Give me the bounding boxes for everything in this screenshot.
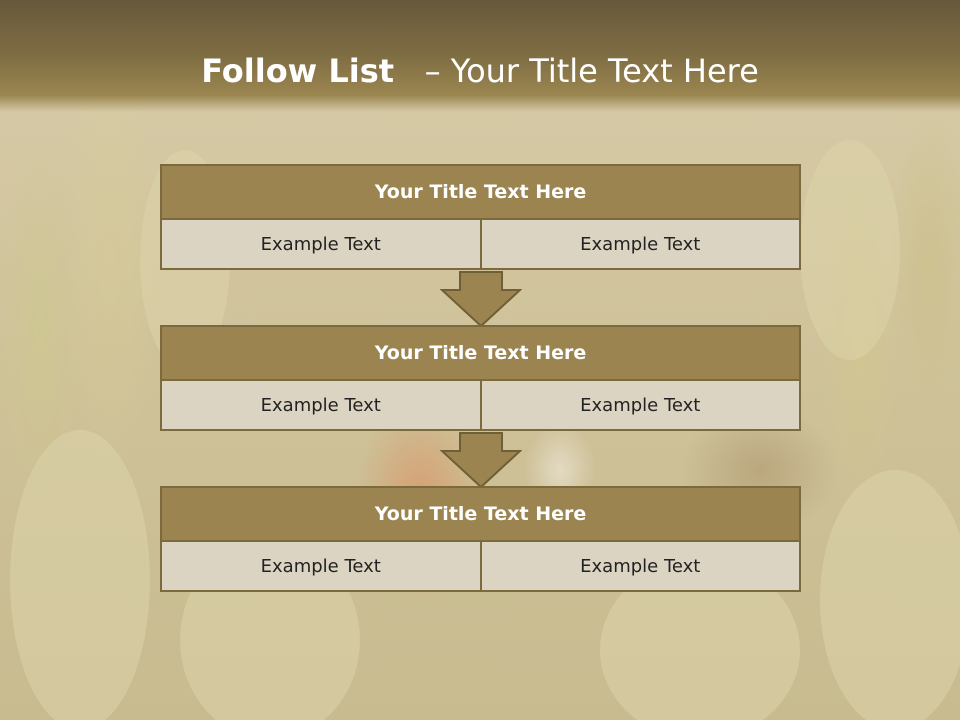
down-arrow-icon (440, 271, 522, 328)
block-title: Your Title Text Here (160, 486, 801, 542)
block-row: Example Text Example Text (160, 542, 801, 592)
block-row: Example Text Example Text (160, 381, 801, 431)
title-bar (0, 0, 960, 112)
list-block: Your Title Text Here Example Text Exampl… (160, 486, 801, 592)
block-cell: Example Text (479, 542, 800, 590)
down-arrow-icon (440, 432, 522, 489)
block-row: Example Text Example Text (160, 220, 801, 270)
block-cell: Example Text (260, 233, 381, 255)
list-block: Your Title Text Here Example Text Exampl… (160, 164, 801, 270)
block-cell: Example Text (260, 555, 381, 577)
block-title: Your Title Text Here (160, 325, 801, 381)
block-cell: Example Text (260, 394, 381, 416)
block-title: Your Title Text Here (160, 164, 801, 220)
block-cell: Example Text (479, 220, 800, 268)
slide-title-bold: Follow List (201, 52, 395, 90)
slide-title-rest: – Your Title Text Here (424, 52, 759, 90)
block-cell: Example Text (479, 381, 800, 429)
list-block: Your Title Text Here Example Text Exampl… (160, 325, 801, 431)
slide-title: Follow List – Your Title Text Here (0, 52, 960, 90)
